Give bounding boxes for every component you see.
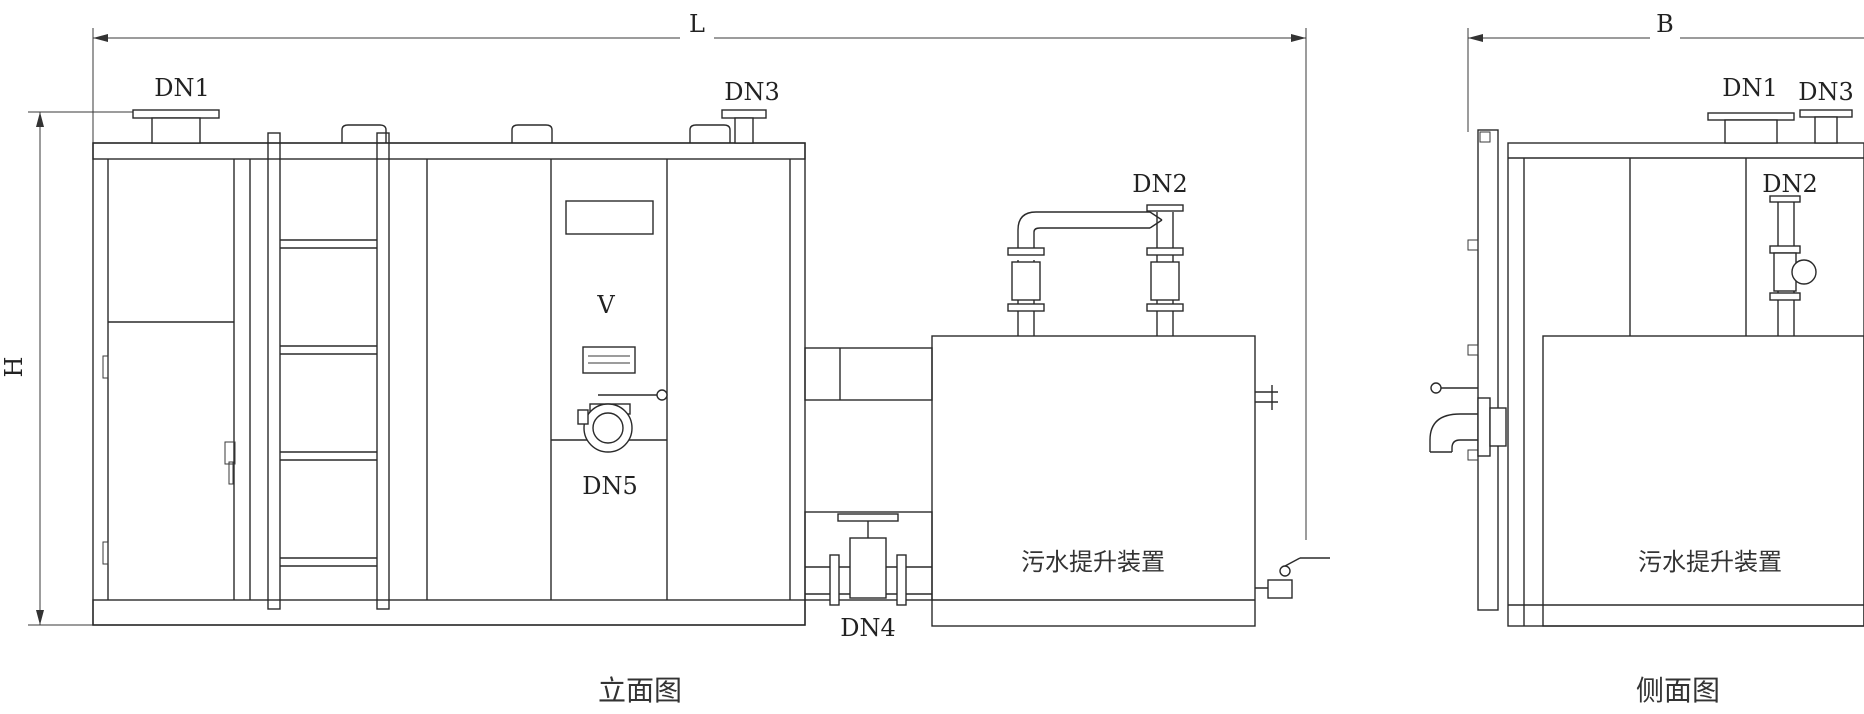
label-dn3: DN3	[724, 78, 780, 106]
side-label-dn2: DN2	[1762, 170, 1818, 198]
side-dn3-flange: DN3	[1798, 78, 1854, 144]
side-sewage-tank: 污水提升装置	[1542, 335, 1864, 627]
side-view-caption: 侧面图	[1636, 674, 1720, 707]
label-v: V	[596, 291, 615, 319]
side-view: B 污水提升装置 DN1	[1429, 10, 1864, 707]
front-view-caption: 立面图	[598, 674, 682, 707]
dim-label-h: H	[0, 357, 28, 378]
dimension-height: H	[0, 111, 150, 626]
side-outlet-elbow	[1429, 382, 1507, 457]
dn1-flange: DN1	[132, 74, 220, 144]
dimension-width: B	[1467, 10, 1864, 132]
dim-label-l: L	[689, 10, 705, 38]
ladder	[267, 132, 390, 610]
label-dn2: DN2	[1132, 170, 1188, 198]
dn2-riser-pipe: DN2	[1007, 170, 1188, 336]
dim-label-b: B	[1656, 10, 1674, 38]
front-elevation-view: L H	[0, 10, 1330, 707]
control-cabinet: V	[92, 142, 806, 626]
drain-valve	[1255, 557, 1330, 599]
label-dn1: DN1	[154, 74, 210, 102]
dn3-flange: DN3	[721, 78, 780, 144]
top-handles	[161, 124, 731, 143]
dimension-length: L	[92, 10, 1307, 625]
side-label-dn3: DN3	[1798, 78, 1854, 106]
sewage-lift-tank: 污水提升装置	[931, 335, 1278, 627]
side-label-dn1: DN1	[1722, 74, 1778, 102]
dn5-ball-valve: DN5	[577, 389, 668, 500]
label-dn5: DN5	[582, 472, 638, 500]
side-dn2-pipe: DN2	[1762, 170, 1818, 336]
side-tank-label: 污水提升装置	[1638, 548, 1782, 576]
label-dn4: DN4	[840, 614, 896, 642]
side-dn1-flange: DN1	[1707, 74, 1795, 144]
tank-label: 污水提升装置	[1021, 548, 1165, 576]
dn4-gate-valve: DN4	[805, 513, 932, 642]
